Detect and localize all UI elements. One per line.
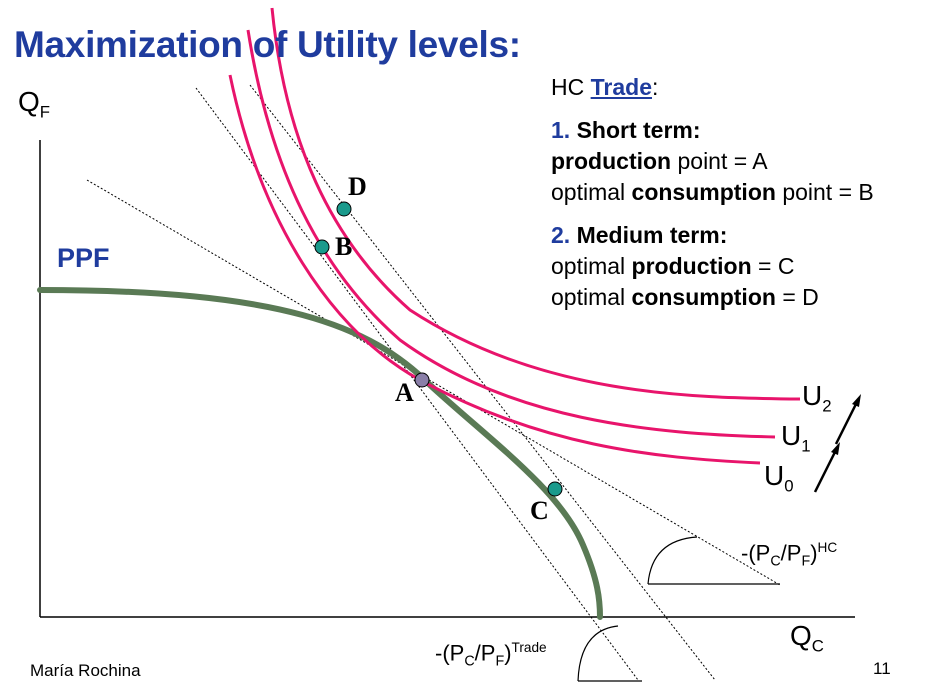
indifference-curve-u2 <box>270 7 801 401</box>
medium-term-heading: 2. Medium term: <box>551 222 728 248</box>
point-a-marker <box>414 372 430 388</box>
hc-price-line <box>86 179 781 586</box>
explanation-notes: HC Trade: 1. Short term: production poin… <box>551 72 874 313</box>
x-axis-label: QC <box>790 620 824 656</box>
utility-arrow-1 <box>813 449 838 493</box>
trade-slope-angle <box>577 625 642 682</box>
point-b-label: B <box>335 232 353 261</box>
utility-arrow-2 <box>834 401 859 445</box>
footer-author: María Rochina <box>30 661 141 680</box>
u0-label: U0 <box>764 460 794 496</box>
medium-term-consumption: optimal consumption = D <box>551 284 819 310</box>
trade-price-ratio-label: -(PC/PF)Trade <box>435 640 547 670</box>
ppf-curve <box>37 287 603 620</box>
ppf-label: PPF <box>57 243 110 273</box>
u2-label: U2 <box>802 380 832 416</box>
utility-arrow-2-head <box>852 394 861 407</box>
u1-label: U1 <box>781 420 811 456</box>
trade-link[interactable]: Trade <box>590 74 652 100</box>
point-d-marker <box>336 201 352 217</box>
utility-arrow-1-head <box>831 442 840 455</box>
indifference-curve-u1 <box>246 29 776 439</box>
trade-price-line-through-C <box>249 84 716 681</box>
point-d-label: D <box>348 172 367 201</box>
medium-term-production: optimal production = C <box>551 253 795 279</box>
hc-price-ratio-label: -(PC/PF)HC <box>741 540 838 570</box>
hc-slope-angle <box>647 536 780 585</box>
point-c-label: C <box>530 496 549 525</box>
short-term-production: production point = A <box>551 148 768 174</box>
slide-title: Maximization of Utility levels: <box>14 24 521 65</box>
page-number: 11 <box>873 659 891 678</box>
point-a-label: A <box>395 378 414 407</box>
notes-header: HC Trade: <box>551 74 659 100</box>
y-axis-label: QF <box>18 86 51 122</box>
short-term-heading: 1. Short term: <box>551 117 701 143</box>
short-term-consumption: optimal consumption point = B <box>551 179 874 205</box>
point-b-marker <box>314 239 330 255</box>
point-c-marker <box>547 481 563 497</box>
